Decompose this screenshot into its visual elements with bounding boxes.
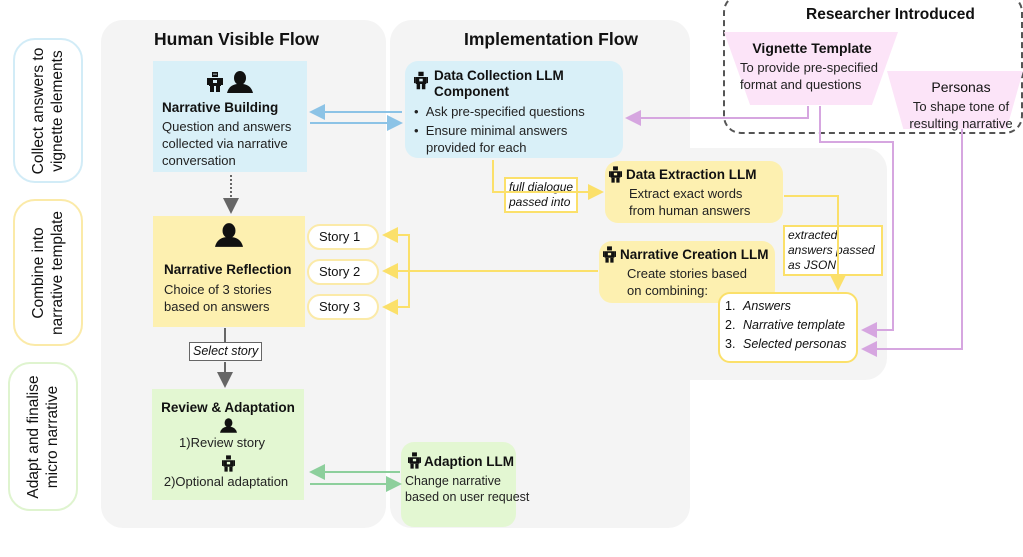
narrative-building-icons bbox=[153, 71, 307, 95]
review-step-2: 2)Optional adaptation bbox=[163, 474, 289, 489]
extracted-line1: extracted bbox=[788, 228, 838, 242]
adaption-line1: Change narrative bbox=[405, 474, 501, 488]
narrative-building-line3: conversation bbox=[162, 153, 236, 168]
phase-label-line1: Combine into bbox=[30, 226, 47, 319]
narrative-creation-llm-box: Narrative Creation LLM Create stories ba… bbox=[599, 241, 775, 303]
data-collection-title-line1: Data Collection LLM bbox=[434, 68, 564, 83]
story-option-3[interactable]: Story 3 bbox=[307, 294, 379, 320]
review-robot-icon-wrap bbox=[152, 455, 304, 473]
data-extraction-line1: Extract exact words bbox=[629, 186, 743, 201]
item-number: 1. bbox=[725, 299, 736, 313]
full-dialogue-label: full dialogue passed into bbox=[504, 177, 579, 213]
researcher-title: Researcher Introduced bbox=[806, 6, 975, 23]
data-extraction-llm-box: Data Extraction LLM Extract exact words … bbox=[605, 161, 783, 223]
review-step-1: 1)Review story bbox=[179, 435, 265, 450]
narrative-reflection-line2: based on answers bbox=[164, 299, 270, 314]
review-adaptation-title: Review & Adaptation bbox=[161, 400, 295, 415]
extracted-answers-label: extracted answers passed as JSON bbox=[783, 225, 883, 276]
implementation-flow-title: Implementation Flow bbox=[464, 29, 639, 49]
story-option-2[interactable]: Story 2 bbox=[307, 259, 379, 285]
vignette-template-line1: To provide pre-specified bbox=[740, 60, 879, 75]
phase-label-line1: Adapt and finalise bbox=[25, 374, 42, 499]
narrative-reflection-icons bbox=[153, 222, 305, 248]
data-collection-bullet-1: • Ask pre-specified questions bbox=[414, 104, 585, 119]
narrative-building-line2: collected via narrative bbox=[162, 136, 288, 151]
combining-item-1: 1. Answers bbox=[725, 297, 856, 316]
robot-icon bbox=[221, 455, 235, 477]
personas-box bbox=[887, 71, 1023, 129]
adaption-llm-box: Adaption LLM Change narrative based on u… bbox=[401, 442, 529, 527]
robot-icon bbox=[206, 72, 223, 97]
data-extraction-title: Data Extraction LLM bbox=[626, 167, 757, 182]
phase-label-line2: micro narrative bbox=[44, 385, 61, 488]
narrative-creation-line1: Create stories based bbox=[627, 266, 747, 281]
phase-label-line2: narrative template bbox=[49, 210, 66, 335]
extracted-line3: as JSON bbox=[788, 258, 837, 272]
adaption-title: Adaption LLM bbox=[424, 454, 514, 469]
vignette-template-title: Vignette Template bbox=[752, 40, 872, 56]
bullet-text: Ensure minimal answers bbox=[425, 123, 568, 138]
adaption-line2: based on user request bbox=[405, 490, 530, 504]
item-number: 2. bbox=[725, 318, 736, 332]
narrative-creation-line2: on combining: bbox=[627, 283, 708, 298]
phase-label-line1: Collect answers to bbox=[30, 47, 47, 174]
narrative-building-line1: Question and answers bbox=[162, 119, 292, 134]
data-collection-bullet-2: • Ensure minimal answers bbox=[414, 123, 568, 138]
personas-line2: resulting narrative bbox=[909, 116, 1013, 131]
data-extraction-line2: from human answers bbox=[629, 203, 751, 218]
item-text: Narrative template bbox=[743, 318, 846, 332]
robot-icon bbox=[408, 452, 421, 474]
robot-icon bbox=[414, 71, 428, 95]
select-story-label: Select story bbox=[189, 342, 263, 361]
item-text: Selected personas bbox=[743, 337, 847, 351]
narrative-reflection-box: Narrative Reflection Choice of 3 stories… bbox=[153, 216, 305, 327]
data-collection-title-line2: Component bbox=[434, 84, 509, 99]
item-number: 3. bbox=[725, 337, 736, 351]
robot-icon bbox=[609, 166, 622, 188]
person-icon bbox=[227, 71, 254, 98]
narrative-reflection-title: Narrative Reflection bbox=[164, 262, 292, 277]
vignette-template-line2: format and questions bbox=[740, 77, 862, 92]
robot-icon bbox=[603, 246, 616, 268]
full-dialogue-line1: full dialogue bbox=[509, 180, 574, 194]
item-text: Answers bbox=[743, 299, 791, 313]
narrative-building-title: Narrative Building bbox=[162, 100, 279, 115]
personas-title: Personas bbox=[931, 79, 991, 95]
story-option-1[interactable]: Story 1 bbox=[307, 224, 379, 250]
full-dialogue-line2: passed into bbox=[509, 195, 571, 209]
narrative-reflection-line1: Choice of 3 stories bbox=[164, 282, 272, 297]
review-person-icon-wrap bbox=[152, 418, 304, 434]
vignette-template-box bbox=[724, 32, 898, 105]
review-adaptation-box: Review & Adaptation 1)Review story 2)Opt… bbox=[152, 389, 304, 500]
person-icon bbox=[219, 418, 237, 438]
phase-label-line2: vignette elements bbox=[49, 49, 66, 172]
person-icon bbox=[215, 222, 243, 253]
vignette-template-content: Vignette Template To provide pre-specifi… bbox=[740, 40, 882, 93]
combining-item-3: 3. Selected personas bbox=[725, 335, 856, 354]
narrative-building-box: Narrative Building Question and answers … bbox=[153, 61, 307, 172]
personas-line1: To shape tone of bbox=[912, 99, 1010, 114]
bullet-text: Ask pre-specified questions bbox=[425, 104, 585, 119]
data-collection-bullet-2-cont: provided for each bbox=[426, 140, 527, 155]
combining-list-box: 1. Answers 2. Narrative template 3. Selecte… bbox=[718, 292, 858, 363]
human-flow-title: Human Visible Flow bbox=[154, 29, 319, 49]
extracted-line2: answers passed bbox=[788, 243, 875, 257]
data-collection-llm-box: Data Collection LLM Component • Ask pre-… bbox=[405, 61, 623, 158]
narrative-creation-title: Narrative Creation LLM bbox=[620, 247, 769, 262]
combining-item-2: 2. Narrative template bbox=[725, 316, 856, 335]
personas-content: Personas To shape tone of resulting narr… bbox=[900, 79, 1022, 132]
